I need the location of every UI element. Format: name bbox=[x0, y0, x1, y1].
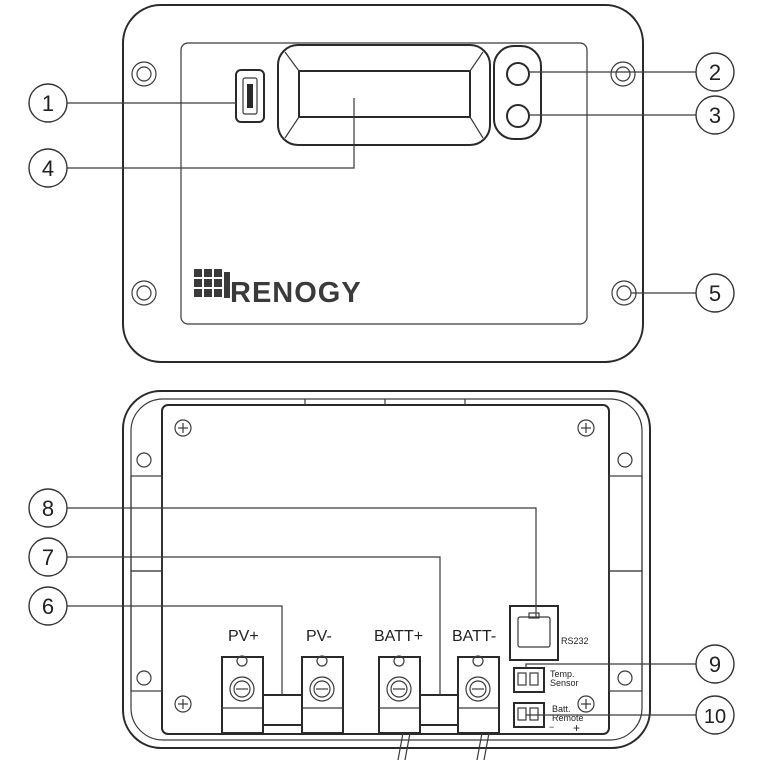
down-button[interactable] bbox=[506, 104, 530, 128]
callout-9-number: 9 bbox=[709, 652, 721, 677]
button-panel bbox=[493, 45, 542, 140]
brand-name: RENOGY bbox=[230, 277, 362, 309]
rs232-label: RS232 bbox=[561, 636, 589, 646]
callout-1: 1 bbox=[28, 83, 68, 123]
terminal-batt-plus[interactable] bbox=[378, 655, 421, 734]
renogy-logo: RENOGY bbox=[194, 269, 362, 309]
wire-stubs bbox=[397, 732, 490, 761]
callout-7-number: 7 bbox=[42, 545, 54, 570]
side-tabs-left bbox=[130, 452, 163, 692]
renogy-logo-mark bbox=[194, 269, 230, 298]
rs232-port[interactable] bbox=[509, 605, 559, 661]
callout-2: 2 bbox=[695, 52, 735, 92]
callout-2-number: 2 bbox=[709, 60, 721, 85]
temp-sensor-port[interactable] bbox=[513, 667, 545, 693]
terminal-board bbox=[161, 404, 610, 735]
callout-10: 10 bbox=[695, 695, 735, 735]
callout-7: 7 bbox=[28, 537, 68, 577]
callout-3-number: 3 bbox=[709, 103, 721, 128]
minus-sign: − bbox=[549, 722, 554, 732]
terminal-batt-minus[interactable] bbox=[457, 655, 500, 734]
callout-4-number: 4 bbox=[42, 156, 54, 181]
board-screw-bottom-right bbox=[577, 695, 595, 713]
terminal-label-pv-plus: PV+ bbox=[228, 628, 259, 645]
batt-remote-label-line2: Remote bbox=[552, 713, 584, 723]
back-view: PV+ PV- BATT+ BATT- bbox=[122, 390, 651, 761]
board-screw-top-left bbox=[174, 419, 192, 437]
usb-port bbox=[235, 69, 265, 123]
batt-remote-label-line1: Batt. bbox=[552, 704, 571, 714]
callout-6: 6 bbox=[28, 586, 68, 626]
front-panel bbox=[180, 42, 588, 325]
callout-8-number: 8 bbox=[42, 496, 54, 521]
pv-bridge bbox=[262, 694, 303, 726]
terminal-label-batt-minus: BATT- bbox=[452, 628, 496, 645]
temp-sensor-label-line1: Temp. bbox=[550, 669, 575, 679]
leader-lines bbox=[67, 71, 696, 716]
plus-sign: + bbox=[573, 721, 580, 735]
batt-bridge bbox=[419, 694, 459, 726]
callout-1-number: 1 bbox=[42, 91, 54, 116]
terminal-label-pv-minus: PV- bbox=[306, 628, 332, 645]
callout-5: 5 bbox=[695, 273, 735, 313]
temp-sensor-label-line2: Sensor bbox=[550, 678, 579, 688]
mounting-hole-top-right bbox=[610, 61, 636, 87]
callout-9: 9 bbox=[695, 644, 735, 684]
board-screw-top-right bbox=[577, 419, 595, 437]
callout-3: 3 bbox=[695, 95, 735, 135]
back-housing bbox=[122, 390, 651, 749]
terminal-pv-minus[interactable] bbox=[301, 655, 344, 734]
mounting-hole-bottom-left bbox=[131, 280, 157, 306]
callout-10-number: 10 bbox=[704, 706, 726, 728]
front-housing bbox=[122, 4, 644, 363]
callout-4: 4 bbox=[28, 148, 68, 188]
front-view: RENOGY bbox=[122, 4, 644, 363]
callout-6-number: 6 bbox=[42, 594, 54, 619]
callout-5-number: 5 bbox=[709, 281, 721, 306]
lcd-display bbox=[277, 44, 491, 146]
terminal-label-batt-plus: BATT+ bbox=[374, 628, 423, 645]
callout-8: 8 bbox=[28, 488, 68, 528]
board-screw-bottom-left bbox=[174, 695, 192, 713]
side-tabs-right bbox=[608, 452, 643, 692]
terminal-pv-plus[interactable] bbox=[221, 655, 264, 734]
mounting-hole-top-left bbox=[131, 61, 157, 87]
up-button[interactable] bbox=[506, 62, 530, 86]
